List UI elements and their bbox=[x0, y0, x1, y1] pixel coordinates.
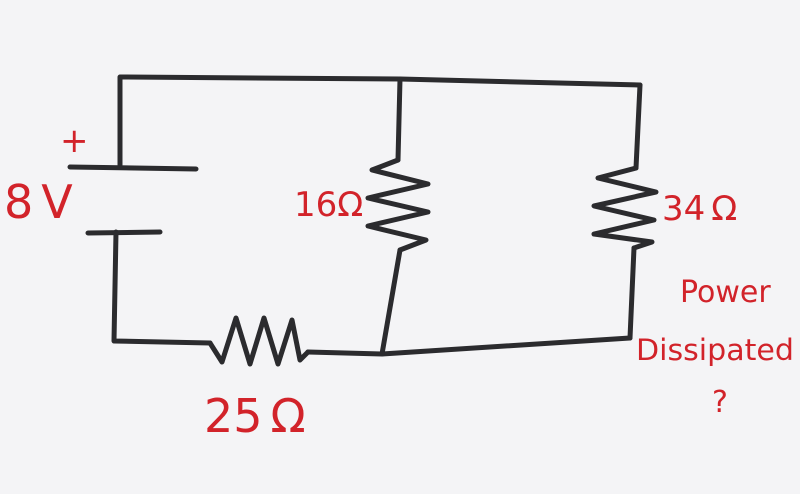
resistor-16-zigzag bbox=[365, 157, 431, 253]
battery-plus-label: + bbox=[60, 121, 89, 161]
right-branch-wire-upper bbox=[633, 82, 643, 171]
resistor-34-zigzag bbox=[591, 165, 659, 251]
resistor-25-zigzag bbox=[207, 315, 311, 367]
bottom-middle-wire bbox=[305, 349, 385, 357]
middle-branch-wire-lower bbox=[379, 247, 403, 357]
question-dissipated-label: Dissipated bbox=[636, 333, 794, 367]
resistor-16-label: 16Ω bbox=[294, 185, 363, 225]
bottom-left-wire bbox=[111, 229, 213, 346]
middle-branch-wire-upper bbox=[395, 76, 403, 163]
battery-negative-plate bbox=[85, 229, 163, 236]
question-power-label: Power bbox=[680, 275, 771, 310]
question-mark-label: ? bbox=[712, 385, 728, 420]
bottom-right-wire bbox=[379, 335, 633, 357]
top-wire bbox=[117, 74, 643, 168]
battery-positive-plate bbox=[67, 164, 199, 172]
right-branch-wire-lower bbox=[627, 245, 637, 341]
